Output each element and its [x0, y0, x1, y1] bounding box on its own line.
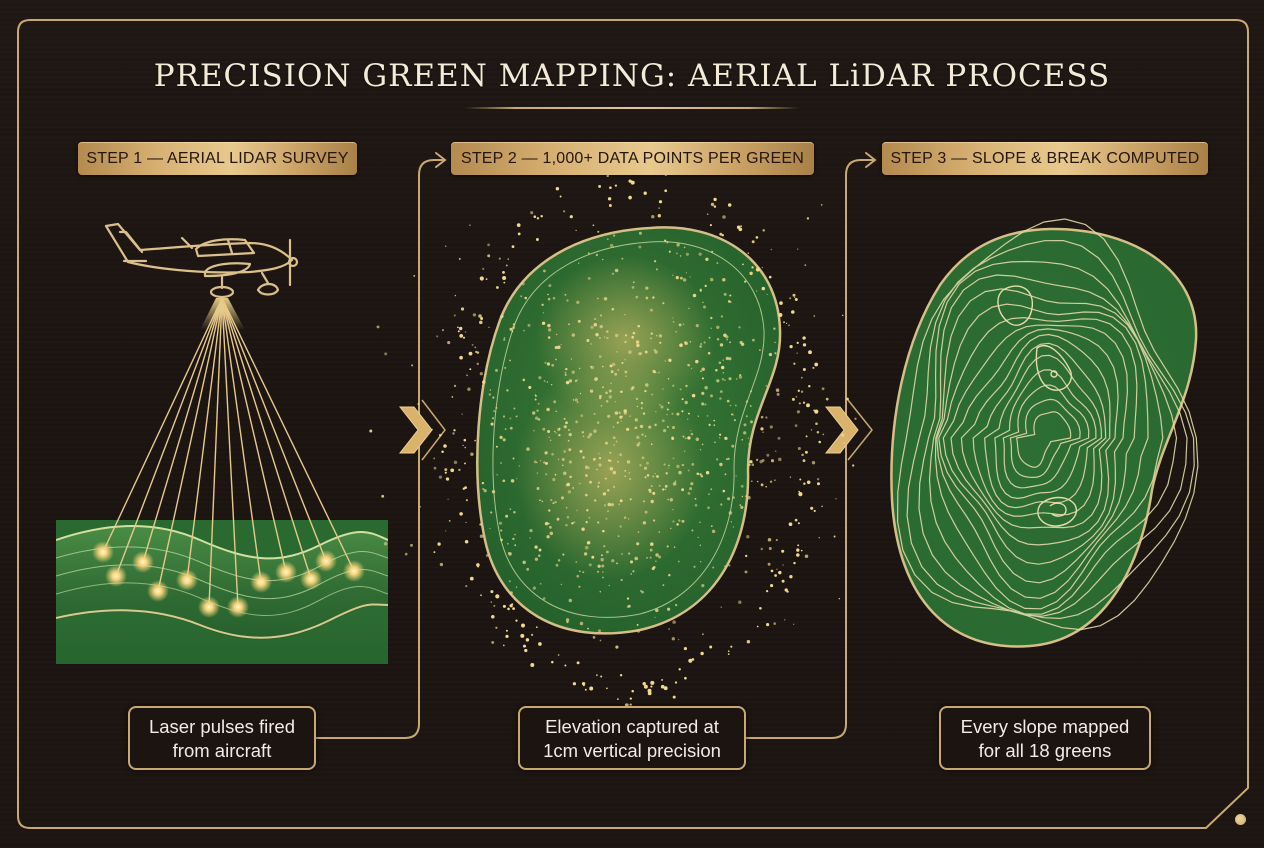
step3-illustration [890, 218, 1199, 648]
chevron-right-icon [824, 399, 873, 461]
step-1-label: STEP 1 — AERIAL LIDAR SURVEY [78, 142, 357, 175]
arrow-right-icon [435, 152, 447, 168]
point-cloud [369, 173, 857, 708]
step2-illustration [369, 173, 857, 708]
step-3-caption: Every slope mapped for all 18 greens [939, 706, 1151, 770]
caption-line: Every slope mapped [960, 716, 1130, 737]
outer-frame [17, 19, 1249, 829]
caption-line: for all 18 greens [978, 740, 1112, 761]
caption-line: 1cm vertical precision [543, 740, 721, 761]
connector-1 [316, 159, 444, 739]
step-2-label: STEP 2 — 1,000+ DATA POINTS PER GREEN [451, 142, 814, 175]
arrow-right-icon [865, 152, 877, 168]
step-1-caption: Laser pulses fired from aircraft [128, 706, 316, 770]
chevron-right-icon [398, 399, 446, 461]
green-contour-outline [890, 227, 1198, 648]
step1-illustration [56, 222, 388, 664]
title-divider [465, 107, 799, 109]
caption-line: from aircraft [172, 740, 272, 761]
page-title: PRECISION GREEN MAPPING: AERIAL LiDAR PR… [153, 58, 1111, 94]
caption-line: Laser pulses fired [148, 716, 296, 737]
step-2-caption: Elevation captured at 1cm vertical preci… [518, 706, 746, 770]
caption-line: Elevation captured at [545, 716, 719, 737]
connector-2 [746, 159, 874, 739]
step-3-label: STEP 3 — SLOPE & BREAK COMPUTED [882, 142, 1208, 175]
airplane-icon [104, 222, 299, 299]
corner-dot-ornament [1235, 814, 1246, 825]
